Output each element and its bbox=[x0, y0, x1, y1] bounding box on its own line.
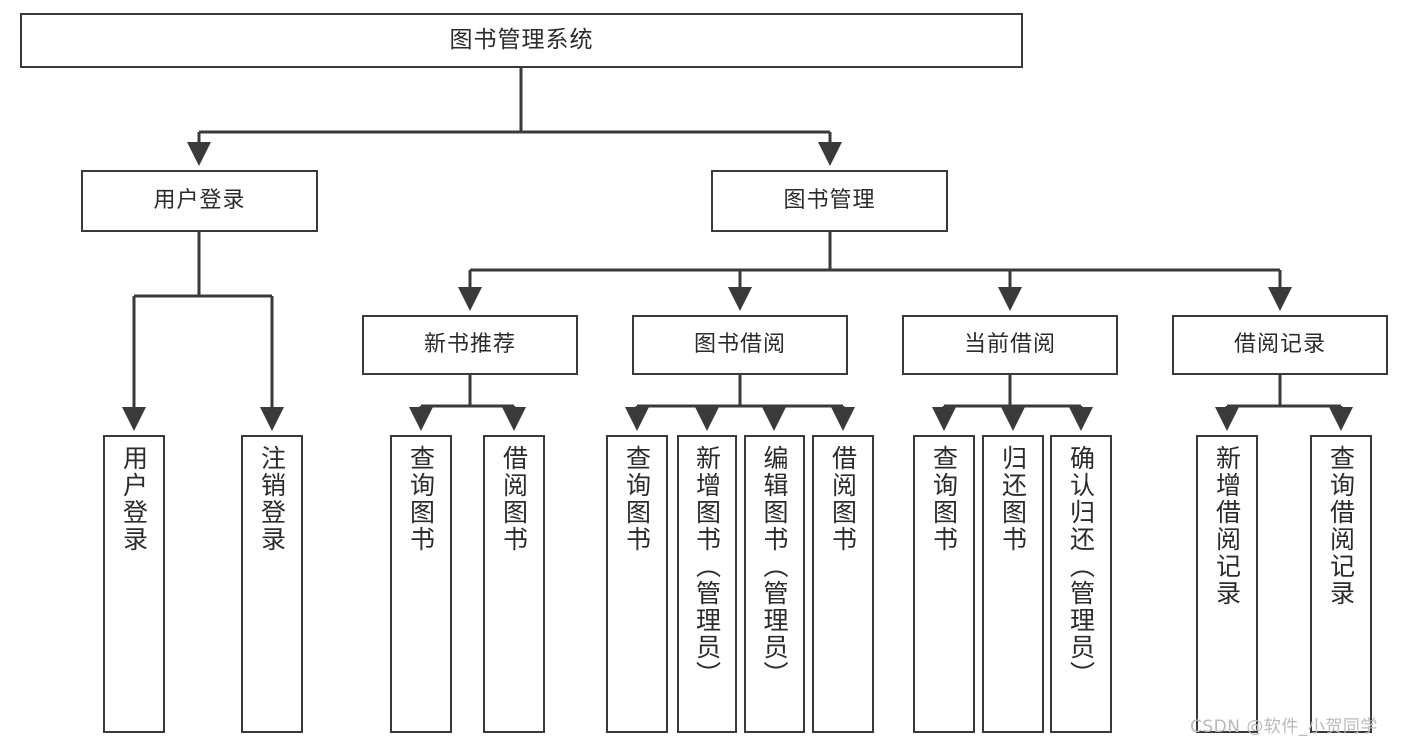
node-label: 查询图书 bbox=[929, 445, 959, 553]
node-label: 确认归还（管理员） bbox=[1066, 445, 1096, 688]
node-label: 用户登录 bbox=[153, 188, 246, 214]
node-label: 借阅图书 bbox=[499, 445, 529, 553]
leaf-logout-login[interactable]: 注销登录 bbox=[241, 435, 303, 733]
node-label: 新增图书（管理员） bbox=[692, 445, 722, 688]
leaf-query-borrow-record[interactable]: 查询借阅记录 bbox=[1310, 435, 1372, 733]
node-label: 查询借阅记录 bbox=[1326, 445, 1356, 607]
node-label: 图书管理系统 bbox=[449, 27, 594, 54]
node-label: 注销登录 bbox=[257, 445, 287, 553]
node-label: 图书借阅 bbox=[693, 332, 786, 358]
leaf-borrow-book-recommend[interactable]: 借阅图书 bbox=[483, 435, 545, 733]
node-label: 新增借阅记录 bbox=[1212, 445, 1242, 607]
node-label: 图书管理 bbox=[783, 188, 876, 214]
leaf-edit-book-admin[interactable]: 编辑图书（管理员） bbox=[744, 435, 805, 733]
node-new-book-recommend[interactable]: 新书推荐 bbox=[362, 315, 578, 375]
csdn-watermark: CSDN @软件_小贺同学 bbox=[1190, 717, 1378, 737]
node-label: 用户登录 bbox=[119, 445, 149, 553]
node-label: 查询图书 bbox=[406, 445, 436, 553]
leaf-confirm-return-admin[interactable]: 确认归还（管理员） bbox=[1050, 435, 1112, 733]
node-borrow-record[interactable]: 借阅记录 bbox=[1172, 315, 1388, 375]
leaf-return-book[interactable]: 归还图书 bbox=[982, 435, 1044, 733]
node-current-borrow[interactable]: 当前借阅 bbox=[902, 315, 1118, 375]
leaf-user-login[interactable]: 用户登录 bbox=[103, 435, 165, 733]
leaf-add-book-admin[interactable]: 新增图书（管理员） bbox=[677, 435, 737, 733]
node-user-login[interactable]: 用户登录 bbox=[81, 170, 318, 232]
node-label: 借阅记录 bbox=[1233, 332, 1326, 358]
leaf-query-book-recommend[interactable]: 查询图书 bbox=[390, 435, 452, 733]
node-book-management[interactable]: 图书管理 bbox=[711, 170, 948, 232]
leaf-query-book-borrow[interactable]: 查询图书 bbox=[606, 435, 668, 733]
leaf-add-borrow-record[interactable]: 新增借阅记录 bbox=[1196, 435, 1258, 733]
node-label: 归还图书 bbox=[998, 445, 1028, 553]
node-label: 查询图书 bbox=[622, 445, 652, 553]
node-root-book-management-system[interactable]: 图书管理系统 bbox=[20, 13, 1023, 68]
node-label: 当前借阅 bbox=[963, 332, 1056, 358]
node-label: 借阅图书 bbox=[828, 445, 858, 553]
leaf-borrow-book[interactable]: 借阅图书 bbox=[812, 435, 874, 733]
node-book-borrow[interactable]: 图书借阅 bbox=[632, 315, 848, 375]
node-label: 新书推荐 bbox=[423, 332, 516, 358]
leaf-query-book-current[interactable]: 查询图书 bbox=[913, 435, 975, 733]
node-label: 编辑图书（管理员） bbox=[760, 445, 789, 688]
